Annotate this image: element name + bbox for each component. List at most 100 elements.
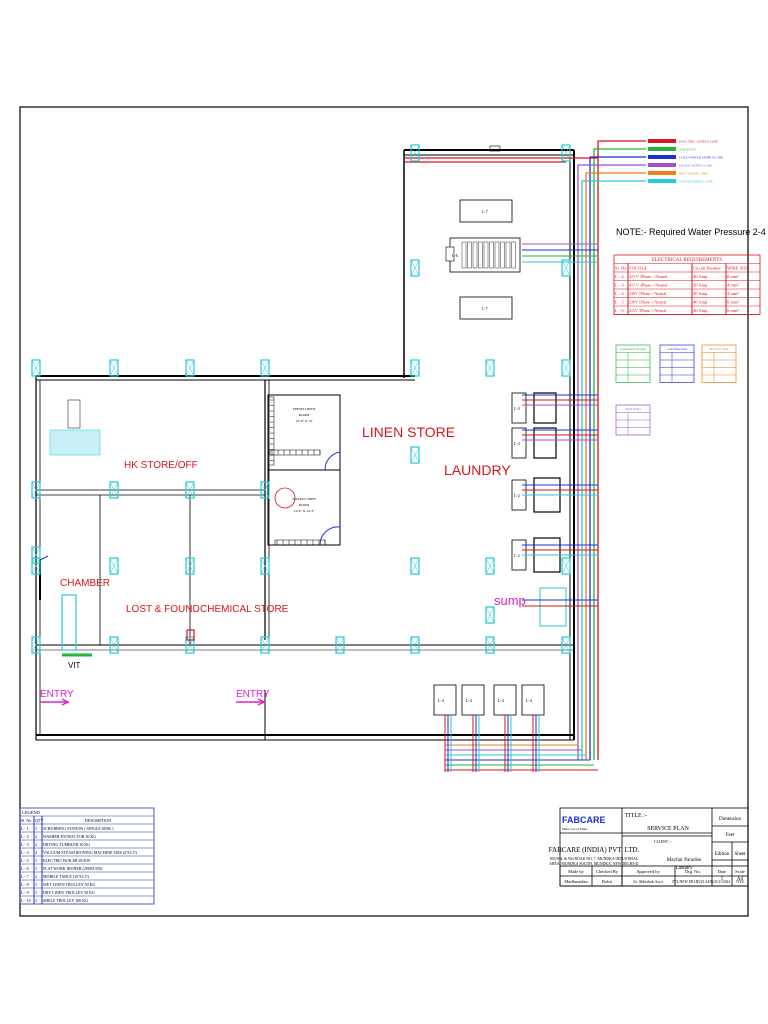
elec-cell-1-0: L - 2 [615,274,624,279]
elec-cell-3-1: 230V 1Phase + Neutral [629,291,667,296]
column-7 [31,359,41,377]
soiled-linen-line1: SOILED LINEN [292,497,316,501]
legend-cell-10-0: L - 10 [21,898,31,903]
legend-cell-0-2: DESCRIPTION [85,818,111,823]
vit-label: VIT [68,661,81,670]
column-23 [109,636,119,654]
mini-air-title: Compressed Air Inlet [620,347,646,351]
legend-cell-6-0: L - 6 [21,866,29,871]
tag-trolley-top: L-7 [482,209,488,214]
legend-cell-9-1: 1 [35,890,37,895]
legend-cell-10-2: SHELF TROLLEY 100 KG [43,898,88,903]
washer-1 [511,392,527,424]
legend-label-0: ELECTRIC SUPPLY LINE [679,140,718,144]
legend-cell-2-0: L - 2 [21,834,29,839]
legend-cell-5-2: ELECTRIC BOILER 48 KW [43,858,90,863]
elec-cell-4-1: 230V 1Phase + Neutral [629,300,667,305]
laundry-label: LAUNDRY [444,462,511,478]
legend-cell-7-1: 2 [35,874,37,879]
legend-cell-9-0: L - 9 [21,890,29,895]
legend-cell-4-1: 4 [35,850,37,855]
elec-title: ELECTRICAL REQUIREMENTS [652,258,722,263]
elec-cell-2-1: 415 V 3Phase + Neutral [629,283,668,288]
pipe-run-1 [593,148,646,760]
lost-found-label: LOST & FOUND [126,604,200,615]
sheet-value: A4 [737,877,744,882]
made-by: Madhusudan [564,879,588,884]
elec-cell-3-0: L - 4 [615,291,624,296]
shelving [49,396,326,546]
washer-2 [511,427,527,459]
brand-logo: FABCARE [562,815,606,825]
brand-tagline: Make care of Fabric [562,827,588,831]
column-5 [561,359,571,377]
title-block-text: FABCARE Make care of Fabric TITLE :- SER… [549,813,747,884]
dimension-label: Dimension [719,817,741,822]
legend-cell-4-2: VACUUM STEAM IRONING MACHINE SIZE (4'X2.… [43,850,137,855]
mobile-table-bottom [459,296,513,320]
entry-left-label: ENTRY [40,689,74,700]
linen-store-label: LINEN STORE [362,424,455,440]
column-20 [485,557,495,575]
column-27 [410,636,420,654]
legend-cell-8-0: L - 8 [21,882,29,887]
room-labels: HK STORE/OFF LINEN STORE LAUNDRY CHAMBER… [40,407,526,706]
legend-cell-1-0: L - 1 [21,826,29,831]
elec-cell-5-1: 415V 3Phase + Neutral [629,308,667,313]
elec-cell-0-1: VOLTAGE [629,266,648,271]
dryer-2 [533,427,557,459]
water-pressure-note: NOTE:- Required Water Pressure 2-4 bar [616,227,768,237]
elec-cell-0-3: WIRE SIZE [727,266,749,271]
chamber-label: CHAMBER [60,578,110,589]
flatwork-ironer [449,237,521,273]
column-11 [31,481,41,499]
date-value: 23/11/2024 [714,880,730,884]
fresh-linen-line3: 13'-9" X 14' [296,419,313,423]
rack-hatching [270,399,326,545]
title-label: TITLE :- [625,813,647,819]
sump-pit [539,587,567,627]
elec-cell-2-2: 20 Amp [693,283,708,288]
elec-cell-3-3: 4 mm² [727,291,739,296]
column-18 [260,557,270,575]
sump-label: sump [494,593,526,608]
legend-label-3: DRAIN SUPPLY LINE [679,164,712,168]
column-red [186,629,195,641]
drg-no: FTL/NEW DELHI/23-24/96 [672,880,713,884]
legend-cell-1-2: SCRUBBING STATION ( SINGLE SINK ) [43,826,114,831]
column-28 [485,636,495,654]
tag-ironer: L-6 [452,253,458,258]
company-address-1: 903,904, & 904 ROAD NO. 7, MUNDKA INDUST… [550,857,639,862]
soiled-linen-line3: 13'-9" X 14'-3" [293,509,315,513]
entry-left-arrow [40,698,70,706]
tag-unit-1: L-4 [438,698,444,703]
dryer-1 [533,392,557,424]
legend-cell-10-1: 2 [35,898,37,903]
fresh-linen-line2: ROOM [299,413,310,417]
pipe-run-0 [597,140,646,760]
tag-unit-3: L-4 [498,698,504,703]
legend-cell-9-2: DRY LINEN TROLLEY 50 KG [43,890,95,895]
edition-label: Edition [715,852,730,857]
legend-label-1: AIR INLET [679,148,697,152]
tag-washer-2: L-3 [514,441,520,446]
date-label: Date [718,869,727,874]
legend-cell-5-1: 1 [35,858,37,863]
mini-drain-title: Drain Outlet [625,407,640,411]
client-label: CLIENT :- [654,839,672,844]
tag-extractor-1: L-2 [514,493,520,498]
elec-cell-4-0: L - 5 [615,300,624,305]
dimension-value: Feet [726,833,735,838]
legend-cell-4-0: L - 4 [21,850,29,855]
title-block [559,807,749,887]
sheet-label: Sheet [734,852,746,857]
client-value-2: Laundry [676,866,693,871]
scale-label: Scale [735,869,745,874]
column-2 [410,359,420,377]
legend-cell-0-1: QTY [35,818,43,823]
checked-by: Rohit [602,879,613,884]
column-13 [185,481,195,499]
